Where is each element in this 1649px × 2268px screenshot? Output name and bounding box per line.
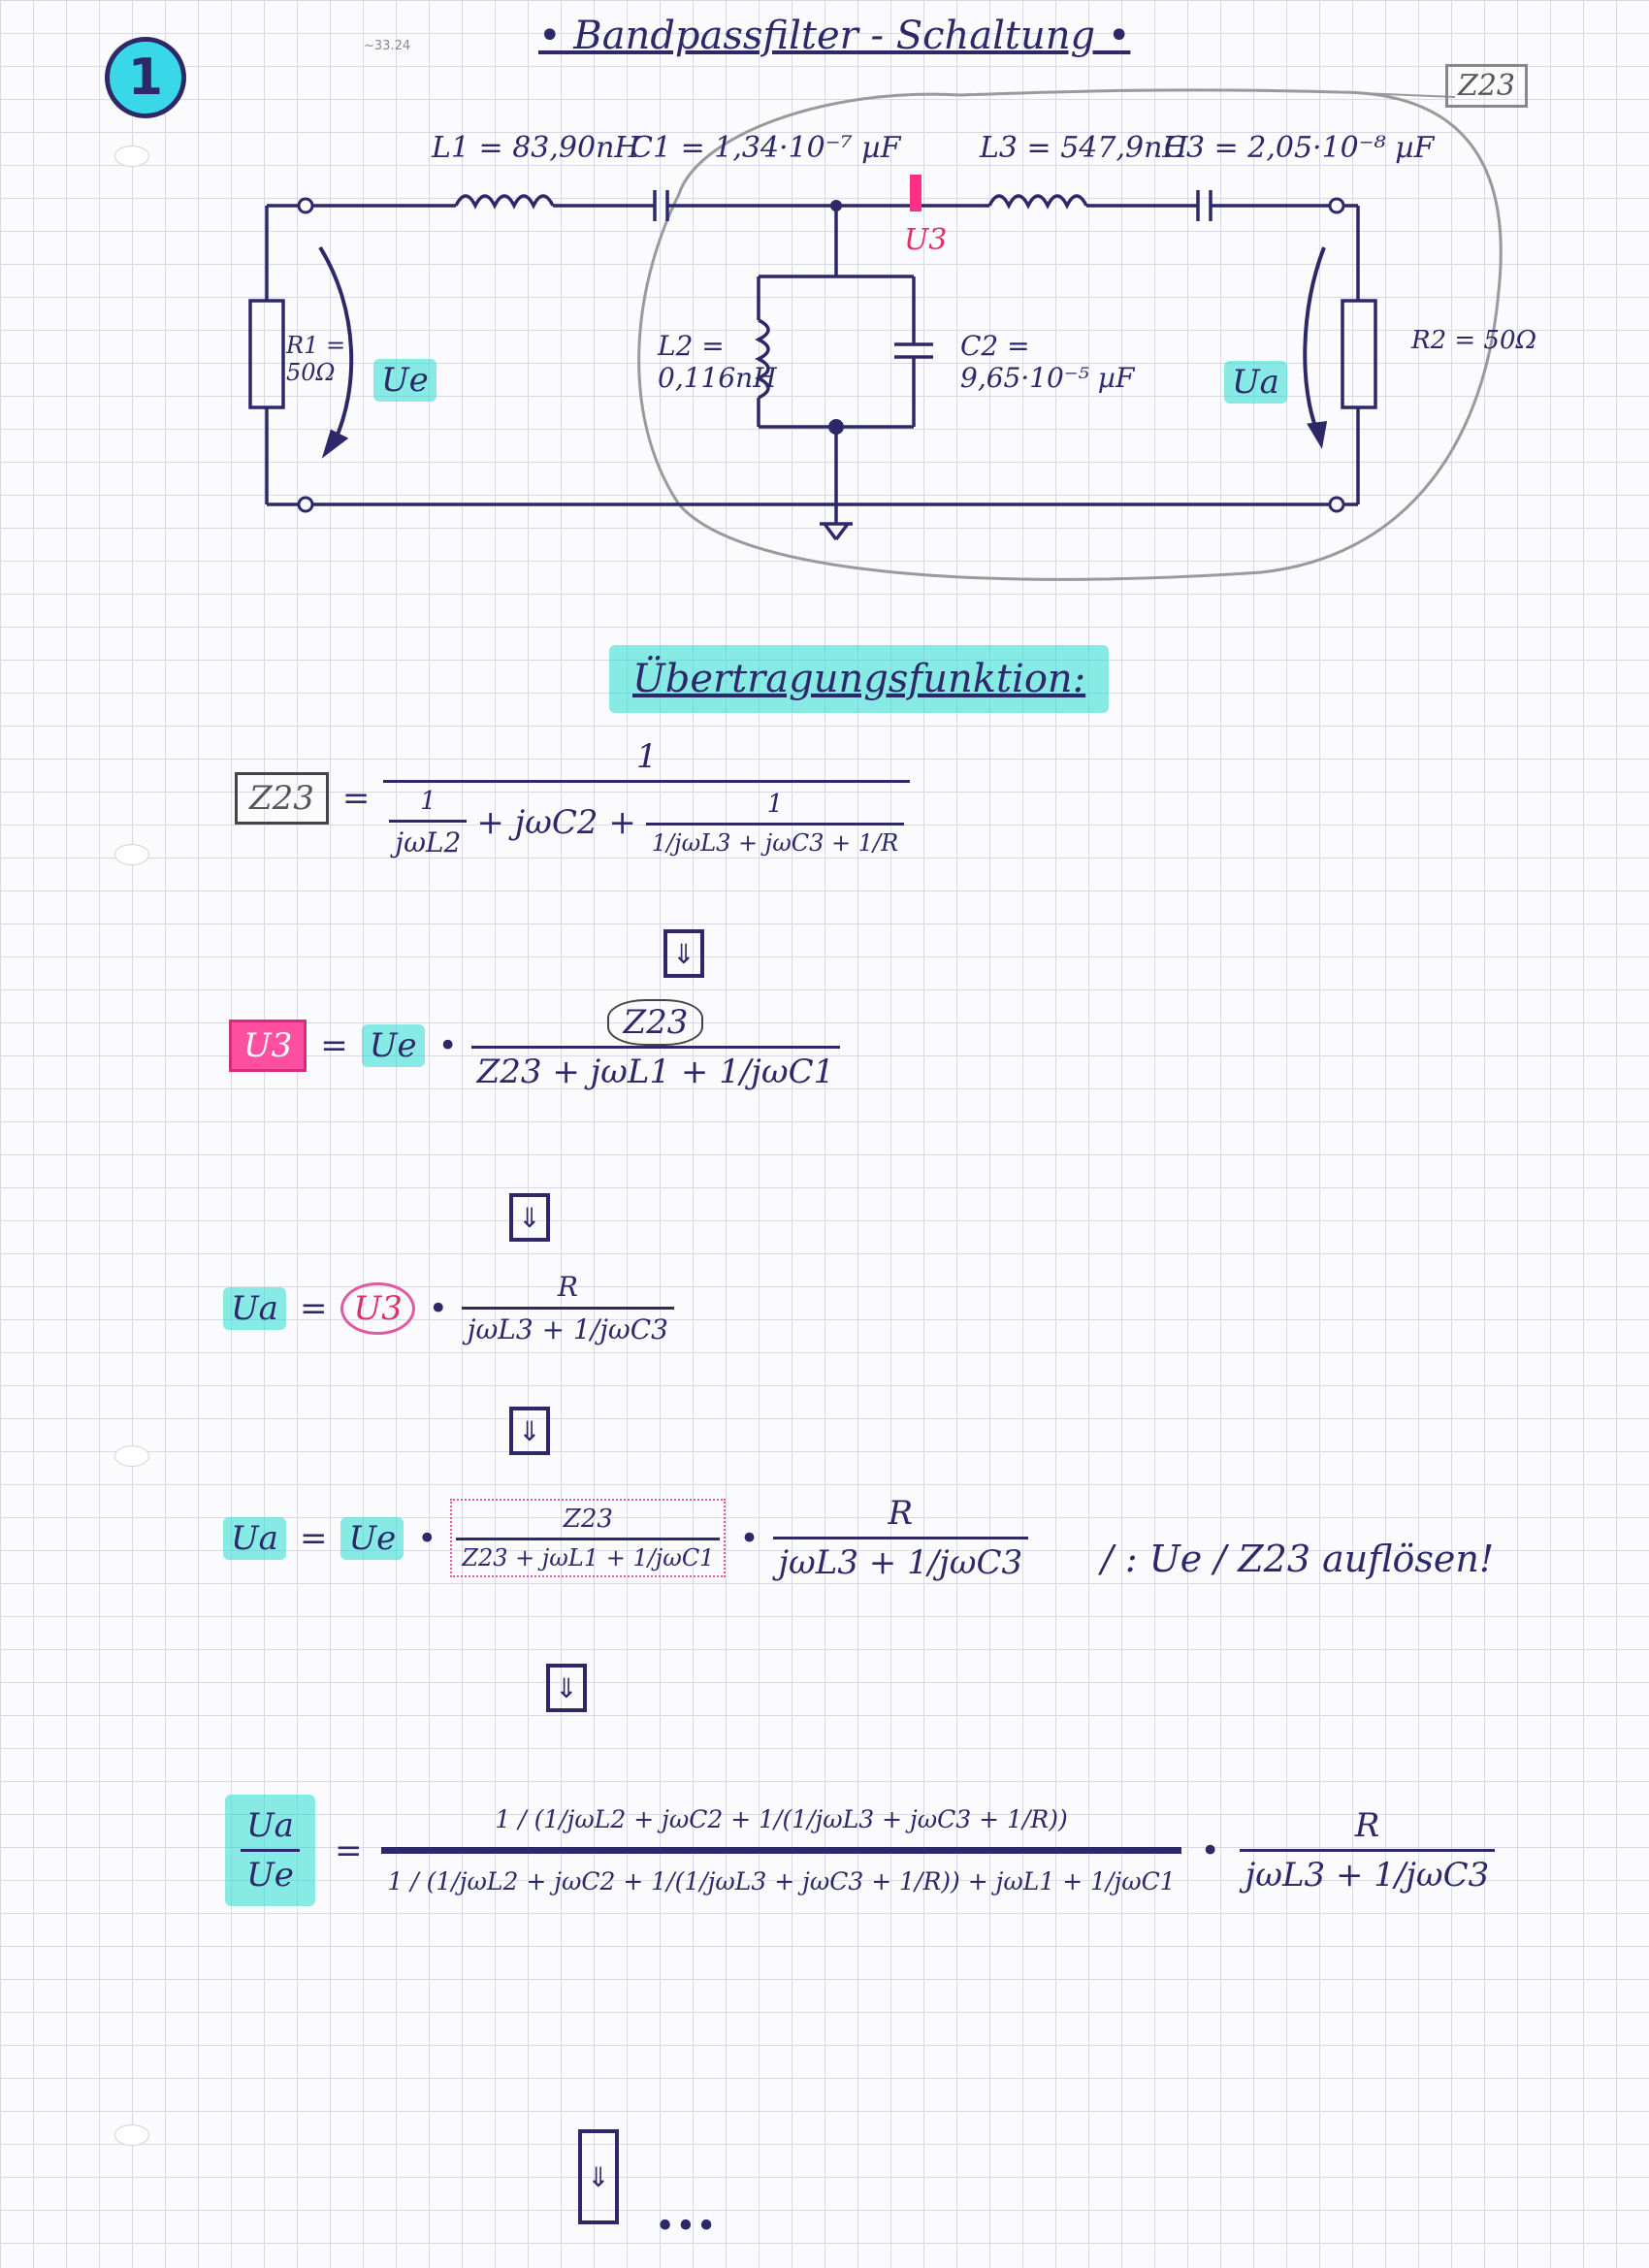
equation-final: Ua Ue = 1 / (1/jωL2 + jωC2 + 1/(1/jωL3 +… bbox=[225, 1795, 1496, 1906]
ue-term: Ue bbox=[361, 1023, 425, 1067]
label-C1: C1 = 1,34·10⁻⁷ µF bbox=[630, 131, 901, 165]
transfer-ratio: Ua Ue bbox=[225, 1795, 315, 1906]
label-R2: R2 = 50Ω bbox=[1411, 326, 1537, 355]
label-L1: L1 = 83,90nH bbox=[432, 131, 640, 165]
page-title: • Bandpassfilter - Schaltung • bbox=[538, 14, 1131, 58]
corner-note: ~33.24 bbox=[364, 39, 411, 53]
binder-hole bbox=[114, 146, 149, 167]
combined-fraction-1: Z23 Z23 + jωL1 + 1/jωC1 bbox=[450, 1499, 727, 1577]
down-arrow: ⇓ bbox=[509, 1193, 550, 1242]
label-Ua: Ua bbox=[1224, 361, 1287, 404]
ue-term: Ue bbox=[340, 1516, 404, 1560]
final-big-fraction: 1 / (1/jωL2 + jωC2 + 1/(1/jωL3 + jωC3 + … bbox=[381, 1805, 1181, 1895]
equation-ua: Ua = U3 • R jωL3 + 1/jωC3 bbox=[223, 1271, 674, 1345]
u3-term: U3 bbox=[229, 1019, 307, 1072]
down-arrow: ⇓ bbox=[546, 1664, 587, 1712]
label-Ue: Ue bbox=[373, 359, 436, 402]
equation-z23: Z23 = 1 1 jωL2 + jωC2 + 1 1/jωL3 + jωC3 … bbox=[235, 737, 911, 859]
z23-fraction: 1 1 jωL2 + jωC2 + 1 1/jωL3 + jωC3 + 1/R bbox=[383, 737, 911, 859]
label-U3: U3 bbox=[904, 223, 948, 257]
equation-ua-combined: Ua = Ue • Z23 Z23 + jωL1 + 1/jωC1 • R jω… bbox=[223, 1494, 1029, 1582]
page-number-badge: 1 bbox=[105, 37, 186, 118]
circuit-diagram bbox=[248, 88, 1503, 581]
binder-hole bbox=[114, 1445, 149, 1467]
binder-hole bbox=[114, 2124, 149, 2146]
down-arrow: ⇓ bbox=[578, 2129, 619, 2224]
label-C3: C3 = 2,05·10⁻⁸ µF bbox=[1164, 131, 1435, 165]
label-L2: L2 = 0,116nH bbox=[658, 330, 777, 394]
continue-dots: ••• bbox=[655, 2207, 717, 2247]
label-C2: C2 = 9,65·10⁻⁵ µF bbox=[960, 330, 1135, 394]
label-R1: R1 = 50Ω bbox=[286, 332, 346, 386]
down-arrow: ⇓ bbox=[663, 929, 704, 978]
solve-note: / : Ue / Z23 auflösen! bbox=[1101, 1538, 1495, 1580]
equation-u3: U3 = Ue • Z23 Z23 + jωL1 + 1/jωC1 bbox=[229, 999, 841, 1091]
u3-fraction: Z23 Z23 + jωL1 + 1/jωC1 bbox=[470, 999, 841, 1091]
z23-term: Z23 bbox=[235, 771, 329, 825]
label-L3: L3 = 547,9nH bbox=[980, 131, 1188, 165]
u3-circle: U3 bbox=[340, 1281, 415, 1335]
final-right-fraction: R jωL3 + 1/jωC3 bbox=[1239, 1806, 1496, 1895]
label-Z23: Z23 bbox=[1445, 64, 1529, 108]
binder-hole bbox=[114, 844, 149, 865]
page-number: 1 bbox=[127, 49, 164, 107]
down-arrow: ⇓ bbox=[509, 1407, 550, 1455]
ua-fraction: R jωL3 + 1/jωC3 bbox=[461, 1271, 674, 1345]
section-title: Übertragungsfunktion: bbox=[609, 645, 1110, 713]
ua-term: Ua bbox=[223, 1516, 286, 1560]
ua-term: Ua bbox=[223, 1286, 286, 1330]
combined-fraction-2: R jωL3 + 1/jωC3 bbox=[772, 1494, 1029, 1582]
